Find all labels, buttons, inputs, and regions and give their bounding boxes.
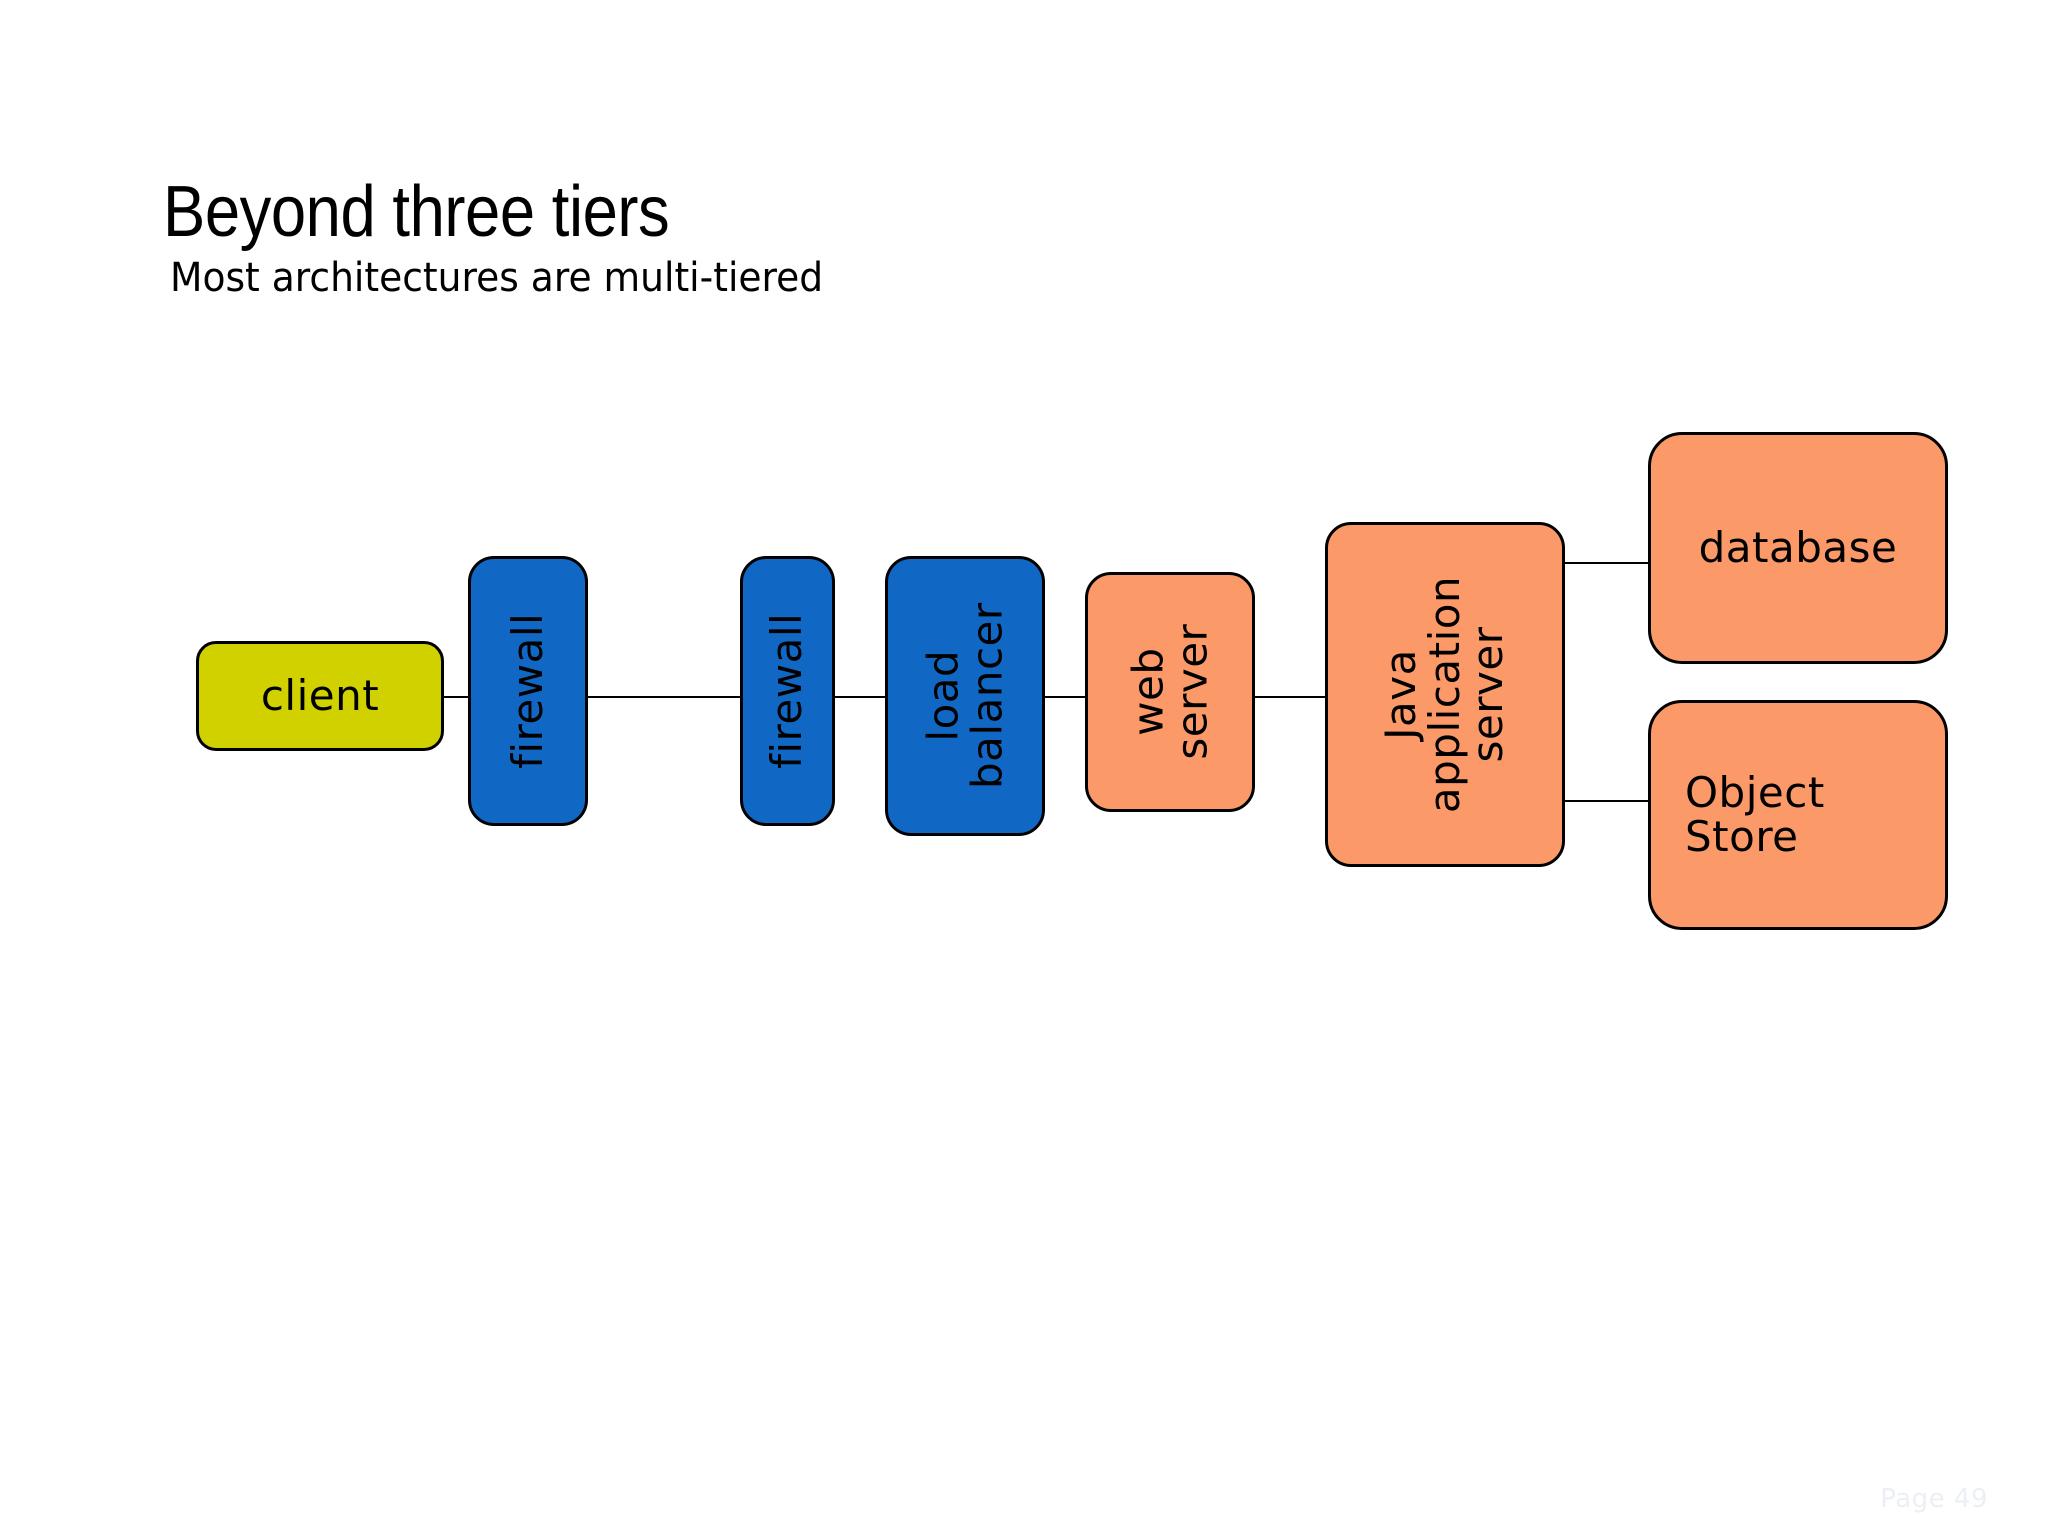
node-web-server-label: web server bbox=[1123, 624, 1216, 760]
node-client-label: client bbox=[260, 671, 380, 721]
page-subtitle: Most architectures are multi-tiered bbox=[170, 255, 824, 301]
node-java-application-server[interactable]: Java application server bbox=[1325, 522, 1565, 867]
connector-firewall1-firewall2 bbox=[585, 696, 745, 698]
node-java-application-server-label: Java application server bbox=[1376, 575, 1513, 814]
connector-javaapp-database bbox=[1560, 562, 1680, 564]
node-database-label: database bbox=[1698, 523, 1898, 573]
connector-loadbal-webserver bbox=[1040, 696, 1085, 698]
node-firewall-2[interactable]: firewall bbox=[740, 556, 835, 826]
node-web-server[interactable]: web server bbox=[1085, 572, 1255, 812]
node-object-store[interactable]: Object Store bbox=[1648, 700, 1948, 930]
page-title: Beyond three tiers bbox=[163, 172, 670, 252]
node-object-store-label: Object Store bbox=[1685, 768, 1825, 861]
node-database[interactable]: database bbox=[1648, 432, 1948, 664]
node-firewall-1-label: firewall bbox=[503, 612, 553, 770]
node-firewall-1[interactable]: firewall bbox=[468, 556, 588, 826]
node-load-balancer[interactable]: load balancer bbox=[885, 556, 1045, 836]
node-firewall-2-label: firewall bbox=[762, 612, 812, 770]
node-load-balancer-label: load balancer bbox=[918, 602, 1011, 790]
node-client[interactable]: client bbox=[196, 641, 444, 751]
connector-javaapp-objstore bbox=[1560, 800, 1680, 802]
connector-firewall2-loadbal bbox=[830, 696, 890, 698]
connector-webserver-javaapp bbox=[1250, 696, 1330, 698]
page-number: Page 49 bbox=[1880, 1484, 1988, 1514]
